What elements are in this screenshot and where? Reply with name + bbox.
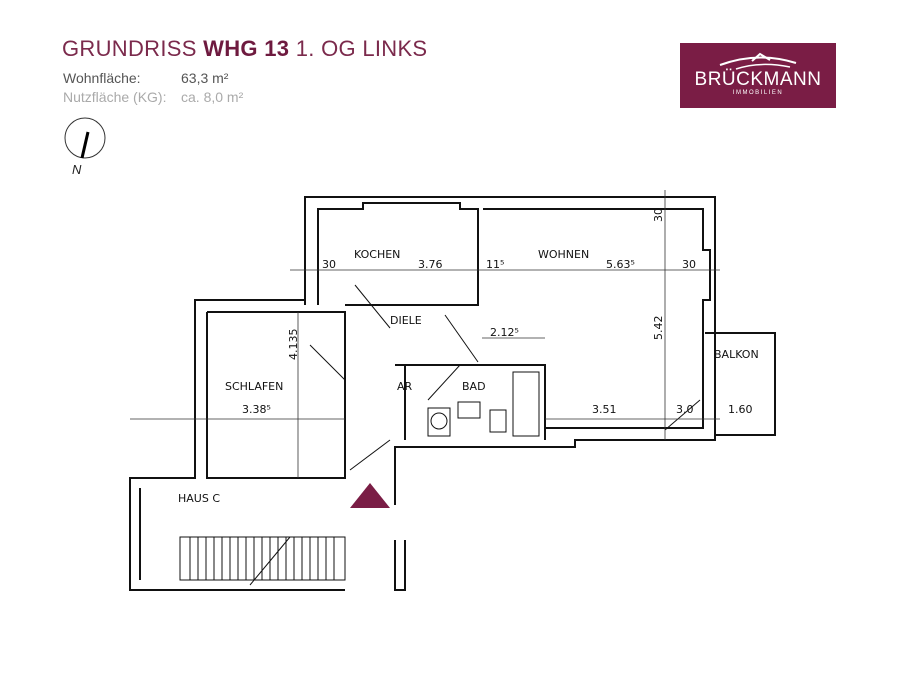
- svg-text:DIELE: DIELE: [390, 314, 422, 327]
- svg-text:5.42: 5.42: [652, 316, 665, 341]
- svg-text:3.38⁵: 3.38⁵: [242, 403, 271, 416]
- usable-area-row: Nutzfläche (KG):ca. 8,0 m²: [63, 89, 244, 105]
- compass-icon: N: [64, 117, 106, 177]
- svg-text:N: N: [72, 162, 82, 177]
- living-area-row: Wohnfläche:63,3 m²: [63, 70, 229, 86]
- svg-text:SCHLAFEN: SCHLAFEN: [225, 380, 283, 393]
- svg-text:KOCHEN: KOCHEN: [354, 248, 400, 261]
- page-title: GRUNDRISS WHG 13 1. OG LINKS: [62, 36, 428, 61]
- svg-text:11⁵: 11⁵: [486, 258, 504, 271]
- svg-text:30: 30: [682, 258, 696, 271]
- apartment-id: WHG 13: [203, 36, 290, 61]
- svg-text:4.135: 4.135: [287, 329, 300, 361]
- dimension-lines: [130, 190, 720, 478]
- svg-text:30: 30: [322, 258, 336, 271]
- stairs: [179, 536, 346, 586]
- svg-text:BAD: BAD: [462, 380, 486, 393]
- svg-text:BALKON: BALKON: [714, 348, 759, 361]
- svg-text:1.60: 1.60: [728, 403, 753, 416]
- svg-text:5.63⁵: 5.63⁵: [606, 258, 635, 271]
- svg-text:3.51: 3.51: [592, 403, 617, 416]
- svg-text:2.12⁵: 2.12⁵: [490, 326, 519, 339]
- brueckmann-logo: BRÜCKMANN IMMOBILIEN: [680, 43, 836, 108]
- entrance-marker-icon: [350, 483, 390, 508]
- svg-text:30: 30: [652, 208, 665, 222]
- svg-text:HAUS C: HAUS C: [178, 492, 220, 505]
- svg-text:3.0: 3.0: [676, 403, 694, 416]
- house-roof-icon: [719, 52, 797, 70]
- bathroom-fixtures: [427, 371, 540, 437]
- walls: [129, 196, 776, 591]
- svg-text:WOHNEN: WOHNEN: [538, 248, 589, 261]
- svg-text:3.76: 3.76: [418, 258, 443, 271]
- svg-text:AR: AR: [397, 380, 413, 393]
